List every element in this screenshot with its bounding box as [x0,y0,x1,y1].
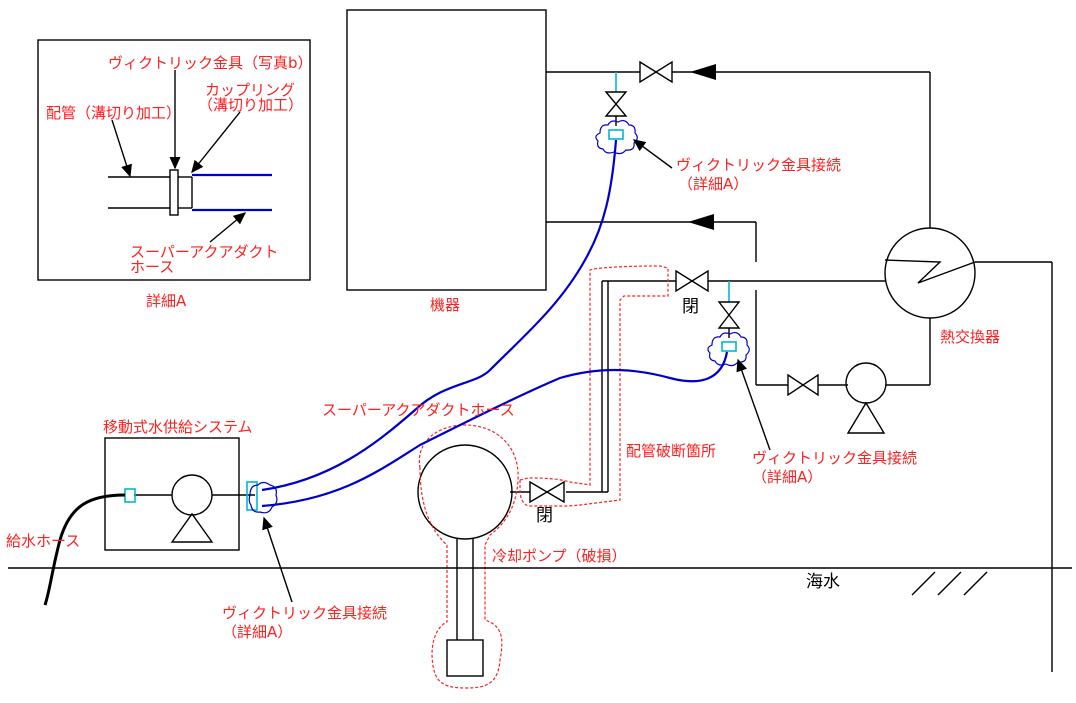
pump-suction-valve [787,373,819,397]
lower-closed-valve [529,480,565,504]
label-equipment: 機器 [430,296,460,314]
label-seawater: 海水 [806,572,840,592]
label-closed-lower: 閉 [536,506,553,526]
label-cooling-pump: 冷却ポンプ（破損） [492,547,627,565]
hatch-1 [911,571,936,596]
mobile-outlet-fitting [246,481,258,511]
detail-a-inset: ヴィクトリック金具（写真b） カップリング （溝切り加工） 配管（溝切り加工） … [37,39,313,281]
pipe-damage-outline [519,265,669,507]
leader-bottom-victaulic [262,516,293,603]
bottom-victaulic-cloud [248,481,278,514]
label-victaulic-photo: ヴィクトリック金具（写真b） [108,54,313,72]
flow-arrow-top [690,64,716,80]
detail-a-frame [37,39,311,281]
label-aquaduct-hose-2: ホース [130,258,174,276]
label-victaulic-bot-1: ヴィクトリック金具接続 [222,604,387,622]
label-detail-a: 詳細A [146,292,187,310]
pump-damage-outline [418,424,519,689]
label-heat-exchanger: 熱交換器 [940,328,1000,346]
label-victaulic-top-2: （詳細A） [678,175,748,193]
label-victaulic-mid-2: （詳細A） [752,468,822,486]
pump-motor [446,639,484,677]
mid-victaulic-fitting [721,341,737,352]
top-branch-valve [604,91,628,117]
top-valve [639,60,673,84]
label-pipe-break: 配管破断箇所 [626,442,716,460]
equipment-box [346,9,547,291]
cooling-circuit: 閉 閉 [417,265,885,689]
hx-shell [884,227,976,319]
flow-arrow-mid [688,214,714,230]
label-closed-upper: 閉 [682,297,699,317]
leader-pipe [111,119,132,178]
mobile-water-system: 移動式水供給システム 給水ホース [6,418,278,606]
detail-coupling [169,169,179,216]
mid-victaulic-cloud [707,331,750,367]
sw-pump-body [845,362,887,404]
label-aquaduct-hose-1: スーパーアクアダクト [130,243,279,261]
hatch-2 [937,571,962,596]
middle-supply-line [546,214,931,434]
hx-coil [884,259,976,284]
label-feed-hose: 給水ホース [6,532,80,550]
label-victaulic-top-1: ヴィクトリック金具接続 [676,156,841,174]
top-victaulic-fitting [608,129,624,140]
hatch-3 [963,571,988,596]
hose-to-pump-line [261,351,729,508]
label-mobile-system: 移動式水供給システム [103,418,253,436]
label-coupling-sub: （溝切り加工） [198,96,303,114]
leader-top-victaulic [632,139,673,169]
sw-pump-base [846,401,886,434]
mobile-pump-body [171,474,213,516]
label-pipe-grooved: 配管（溝切り加工） [46,104,181,122]
upper-closed-valve [675,269,709,293]
mid-branch-valve [717,301,741,329]
feed-hose [43,493,126,606]
label-victaulic-mid-1: ヴィクトリック金具接続 [752,449,917,467]
label-victaulic-bot-2: （詳細A） [222,623,292,641]
mobile-pump-base [170,512,214,543]
heat-exchanger: 熱交換器 [884,227,1053,672]
hose-to-equipment [261,139,618,492]
mobile-inlet-fitting [124,488,136,503]
label-coupling: カップリング [205,81,295,99]
top-return-line [546,60,931,228]
cooling-pump-body [417,444,513,540]
leader-hose [209,212,247,243]
label-super-aquaduct-hose: スーパーアクアダクトホース [322,401,515,419]
leader-mid-victaulic [736,358,771,451]
leader-coupling [191,111,241,174]
mobile-system-box [104,437,240,551]
